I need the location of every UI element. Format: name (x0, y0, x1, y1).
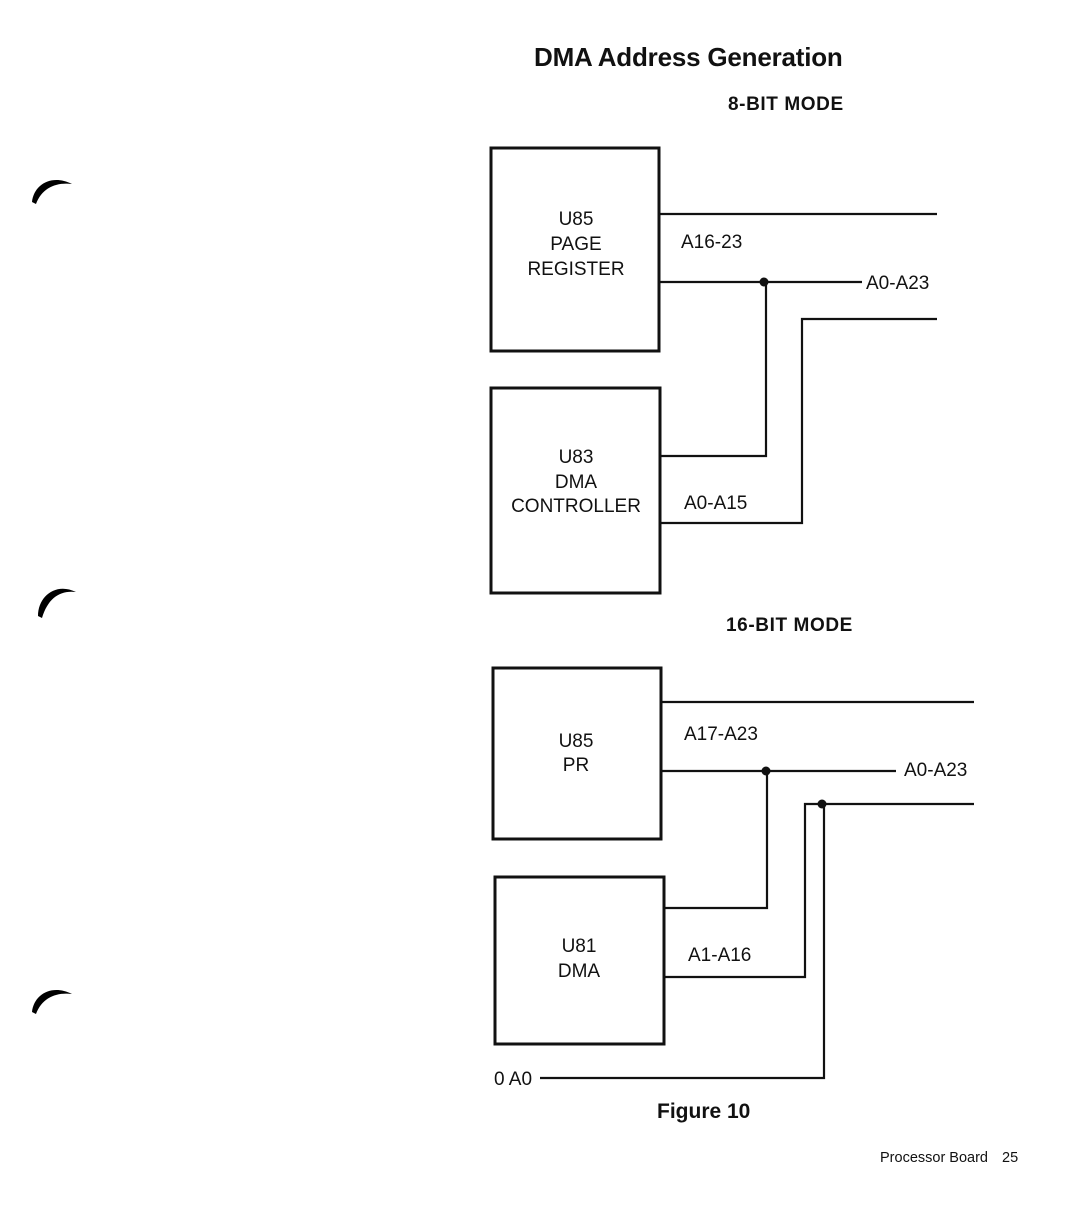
block-label: DMA (555, 472, 598, 493)
block-label: CONTROLLER (511, 496, 641, 517)
signal-label-a0-a15: A0-A15 (684, 493, 747, 514)
junction-dot (762, 767, 771, 776)
signal-label-a1-a16: A1-A16 (688, 945, 751, 966)
block-u81-dma: U81 DMA (495, 877, 664, 1044)
signal-label-a16-23: A16-23 (681, 232, 742, 253)
wires-16-bit (540, 702, 974, 1078)
wires-8-bit (659, 214, 937, 523)
block-label: U85 (559, 731, 594, 752)
block-label: REGISTER (527, 259, 624, 280)
block-label: PR (563, 755, 589, 776)
page-footer: Processor Board 25 (880, 1150, 1018, 1166)
block-u83-dma-controller: U83 DMA CONTROLLER (491, 388, 660, 593)
a0-input-label: 0 A0 (494, 1069, 532, 1090)
bus-label-a0-a23: A0-A23 (904, 760, 967, 781)
junction-dot (818, 800, 827, 809)
block-label: DMA (558, 961, 601, 982)
junction-dot (760, 278, 769, 287)
block-u85-page-register: U85 PAGE REGISTER (491, 148, 659, 351)
page-number: 25 (1002, 1150, 1018, 1166)
block-u85-pr: U85 PR (493, 668, 661, 839)
block-label: PAGE (550, 234, 601, 255)
block-label: U85 (559, 209, 594, 230)
figure-caption: Figure 10 (657, 1100, 750, 1124)
footer-section: Processor Board (880, 1150, 988, 1166)
block-label: U83 (559, 447, 594, 468)
block-label: U81 (562, 936, 597, 957)
bus-label-a0-a23: A0-A23 (866, 273, 929, 294)
signal-label-a17-a23: A17-A23 (684, 724, 758, 745)
